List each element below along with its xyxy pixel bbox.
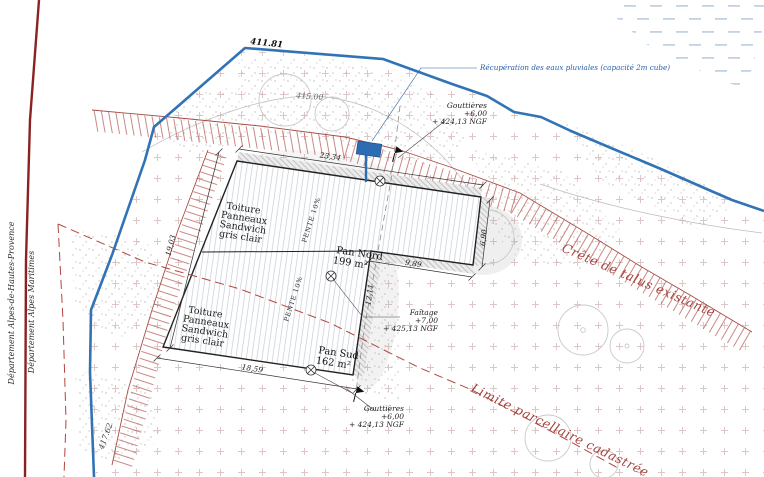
- water-pattern-area: [612, 0, 764, 90]
- building-wall-bands: [237, 152, 490, 377]
- parcel-boundary-line: [57, 223, 619, 477]
- material2-l1: Toiture: [188, 305, 224, 321]
- dim-arm-bottom: 9,89: [404, 258, 422, 269]
- elevation-415: 415.00: [295, 91, 324, 102]
- pan-sud-area: 162 m²: [315, 355, 351, 371]
- gutters-top-ngf: + 424,13 NGF: [432, 117, 488, 126]
- gutters-bottom-level: +6,00: [381, 412, 404, 421]
- dim-arm-right: 6,90: [478, 229, 489, 247]
- ridge-label: Faîtage +7,00 + 425,13 NGF: [383, 308, 439, 333]
- rainwater-tank: [355, 140, 383, 182]
- gutters-top-level: +6,00: [464, 109, 487, 118]
- dim-east-edge: 12,11: [364, 283, 376, 306]
- talus-left: [111, 149, 227, 470]
- pan-nord-label: Pan Nord 199 m²: [332, 245, 383, 271]
- leader-lines: [312, 119, 447, 412]
- building-roof: [162, 160, 482, 376]
- gutters-bottom-ngf: + 424,13 NGF: [349, 420, 405, 429]
- rainwater-note: Récupération des eaux pluviales (capacit…: [479, 63, 670, 72]
- gutters-bottom-name: Gouttières: [364, 404, 404, 413]
- site-boundary-blue-line: [88, 46, 764, 477]
- gutters-bottom-label: Gouttières +6,00 + 424,13 NGF: [349, 404, 405, 429]
- dim-top: 23,34: [318, 150, 342, 162]
- dim-bottom: 18,59: [241, 362, 264, 374]
- gutter-flag-markers: [353, 146, 404, 402]
- rainwater-leader-line: [371, 67, 477, 142]
- pan-sud-label: Pan Sud 162 m²: [315, 345, 359, 371]
- ridge-level: +7,00: [415, 316, 438, 325]
- dimension-lines: [153, 145, 494, 393]
- pan-nord-area: 199 m²: [332, 255, 368, 271]
- department-label-right: Département Alpes Maritimes: [27, 251, 36, 374]
- ridge-ngf: + 425,13 NGF: [383, 324, 439, 333]
- roof-material-block-1: Toiture Panneaux Sandwich gris clair: [218, 201, 268, 246]
- department-boundary-line: [23, 0, 41, 477]
- ridge-name: Faîtage: [409, 308, 439, 317]
- elevation-411: 411.81: [250, 37, 284, 50]
- ridge-line: [201, 250, 372, 253]
- talus-top: [91, 109, 753, 351]
- department-label-left: Département Alpes-de-Hautes-Provence: [7, 221, 16, 385]
- gutters-top-label: Gouttières +6,00 + 424,13 NGF: [432, 101, 488, 126]
- gutters-top-name: Gouttières: [447, 101, 487, 110]
- material1-l1: Toiture: [226, 201, 262, 217]
